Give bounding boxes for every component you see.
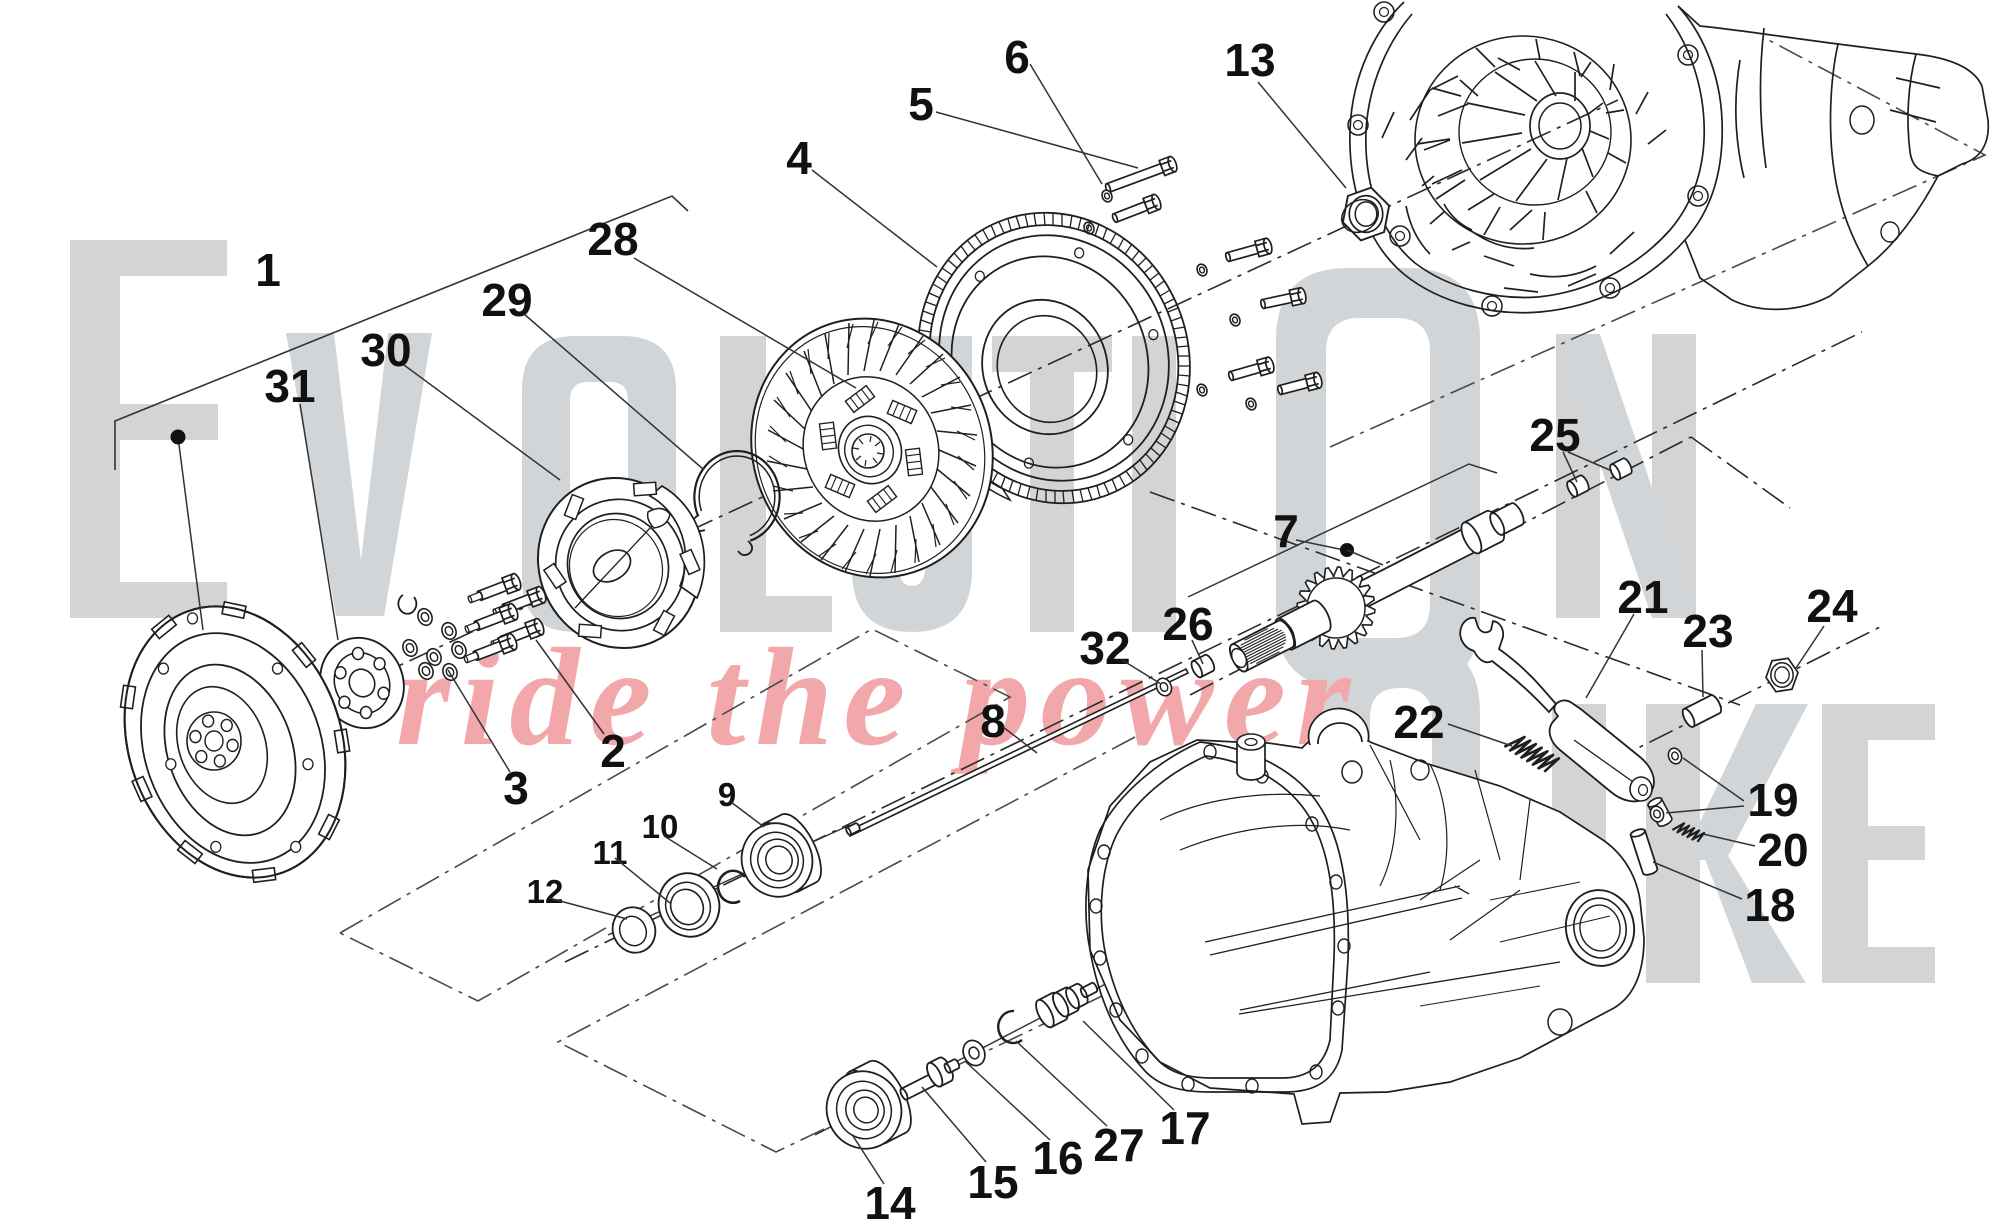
svg-text:19: 19	[1747, 774, 1798, 826]
svg-text:25: 25	[1529, 409, 1580, 461]
svg-text:27: 27	[1093, 1119, 1144, 1171]
svg-text:4: 4	[786, 132, 812, 184]
svg-text:10: 10	[642, 808, 679, 845]
svg-text:18: 18	[1744, 879, 1795, 931]
svg-text:1: 1	[255, 244, 281, 296]
svg-text:12: 12	[527, 873, 564, 910]
svg-text:9: 9	[718, 776, 736, 813]
svg-text:30: 30	[360, 324, 411, 376]
svg-text:22: 22	[1393, 696, 1444, 748]
svg-text:26: 26	[1162, 598, 1213, 650]
svg-text:6: 6	[1004, 31, 1030, 83]
svg-text:14: 14	[864, 1177, 916, 1220]
svg-text:3: 3	[503, 762, 529, 814]
svg-text:32: 32	[1079, 622, 1130, 674]
svg-text:17: 17	[1159, 1102, 1210, 1154]
svg-text:7: 7	[1273, 505, 1299, 557]
svg-text:21: 21	[1617, 571, 1668, 623]
svg-text:13: 13	[1224, 34, 1275, 86]
svg-text:28: 28	[587, 213, 638, 265]
svg-text:15: 15	[967, 1156, 1018, 1208]
svg-text:11: 11	[593, 834, 628, 871]
svg-text:8: 8	[980, 695, 1006, 747]
svg-text:16: 16	[1032, 1132, 1083, 1184]
svg-text:2: 2	[600, 725, 626, 777]
svg-text:20: 20	[1757, 824, 1808, 876]
svg-text:29: 29	[481, 274, 532, 326]
svg-text:23: 23	[1682, 605, 1733, 657]
svg-text:31: 31	[264, 360, 315, 412]
svg-text:24: 24	[1806, 580, 1858, 632]
svg-text:5: 5	[908, 78, 934, 130]
